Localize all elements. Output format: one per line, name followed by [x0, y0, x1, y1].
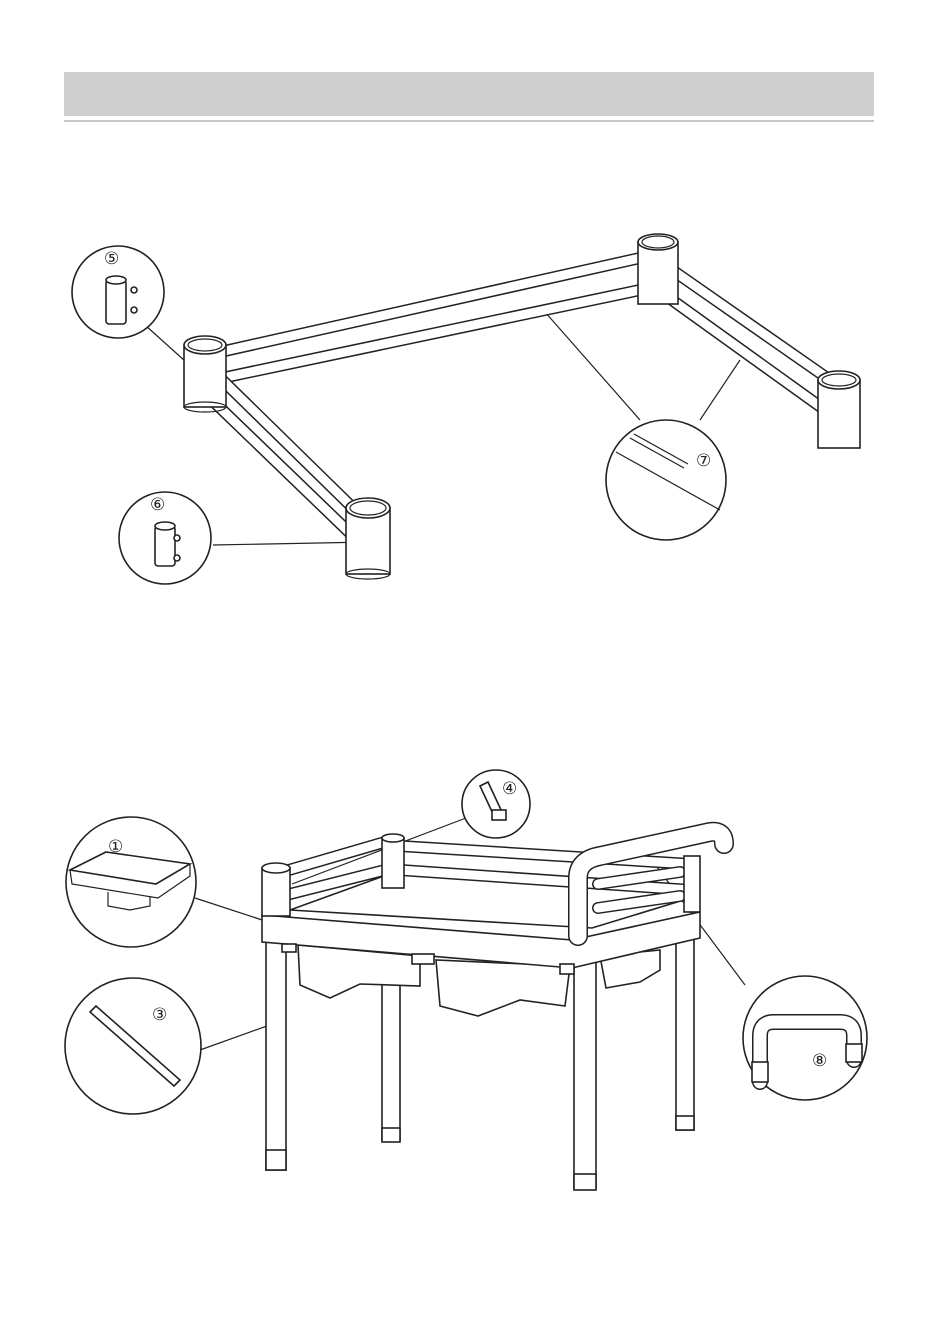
long-tube-pair: [220, 258, 640, 378]
callout-number-6: ⑥: [150, 495, 165, 515]
right-tube-pair: [665, 265, 830, 410]
callout-number-3: ③: [152, 1005, 167, 1025]
post-back-left: [184, 336, 226, 412]
callout-number-7: ⑦: [696, 451, 711, 471]
post-back-right: [638, 234, 678, 304]
header-divider: [64, 120, 874, 122]
post-front-right: [818, 371, 860, 448]
callout-circle-7: ⑦: [606, 420, 726, 540]
callout-circle-3: ③: [65, 978, 201, 1114]
callout-number-1: ①: [108, 837, 123, 857]
callout-circle-1: ①: [66, 817, 196, 947]
callout-number-5: ⑤: [104, 249, 119, 269]
table-assembly-diagram: ④ ① ③ ⑧: [0, 760, 933, 1210]
section-header-bar: [64, 72, 874, 116]
leader-line-7a: [545, 312, 640, 420]
callout-number-4: ④: [502, 779, 517, 799]
leader-line-7b: [700, 360, 740, 420]
frame-assembly-diagram: ⑤ ⑥ ⑦: [0, 220, 933, 600]
post-front-left: [346, 498, 390, 579]
callout-circle-5: ⑤: [72, 246, 164, 338]
callout-number-8: ⑧: [812, 1051, 827, 1071]
left-tube-pair: [210, 368, 355, 535]
callout-circle-8: ⑧: [743, 976, 867, 1100]
callout-circle-6: ⑥: [119, 492, 211, 584]
callout-circle-4: ④: [462, 770, 530, 838]
